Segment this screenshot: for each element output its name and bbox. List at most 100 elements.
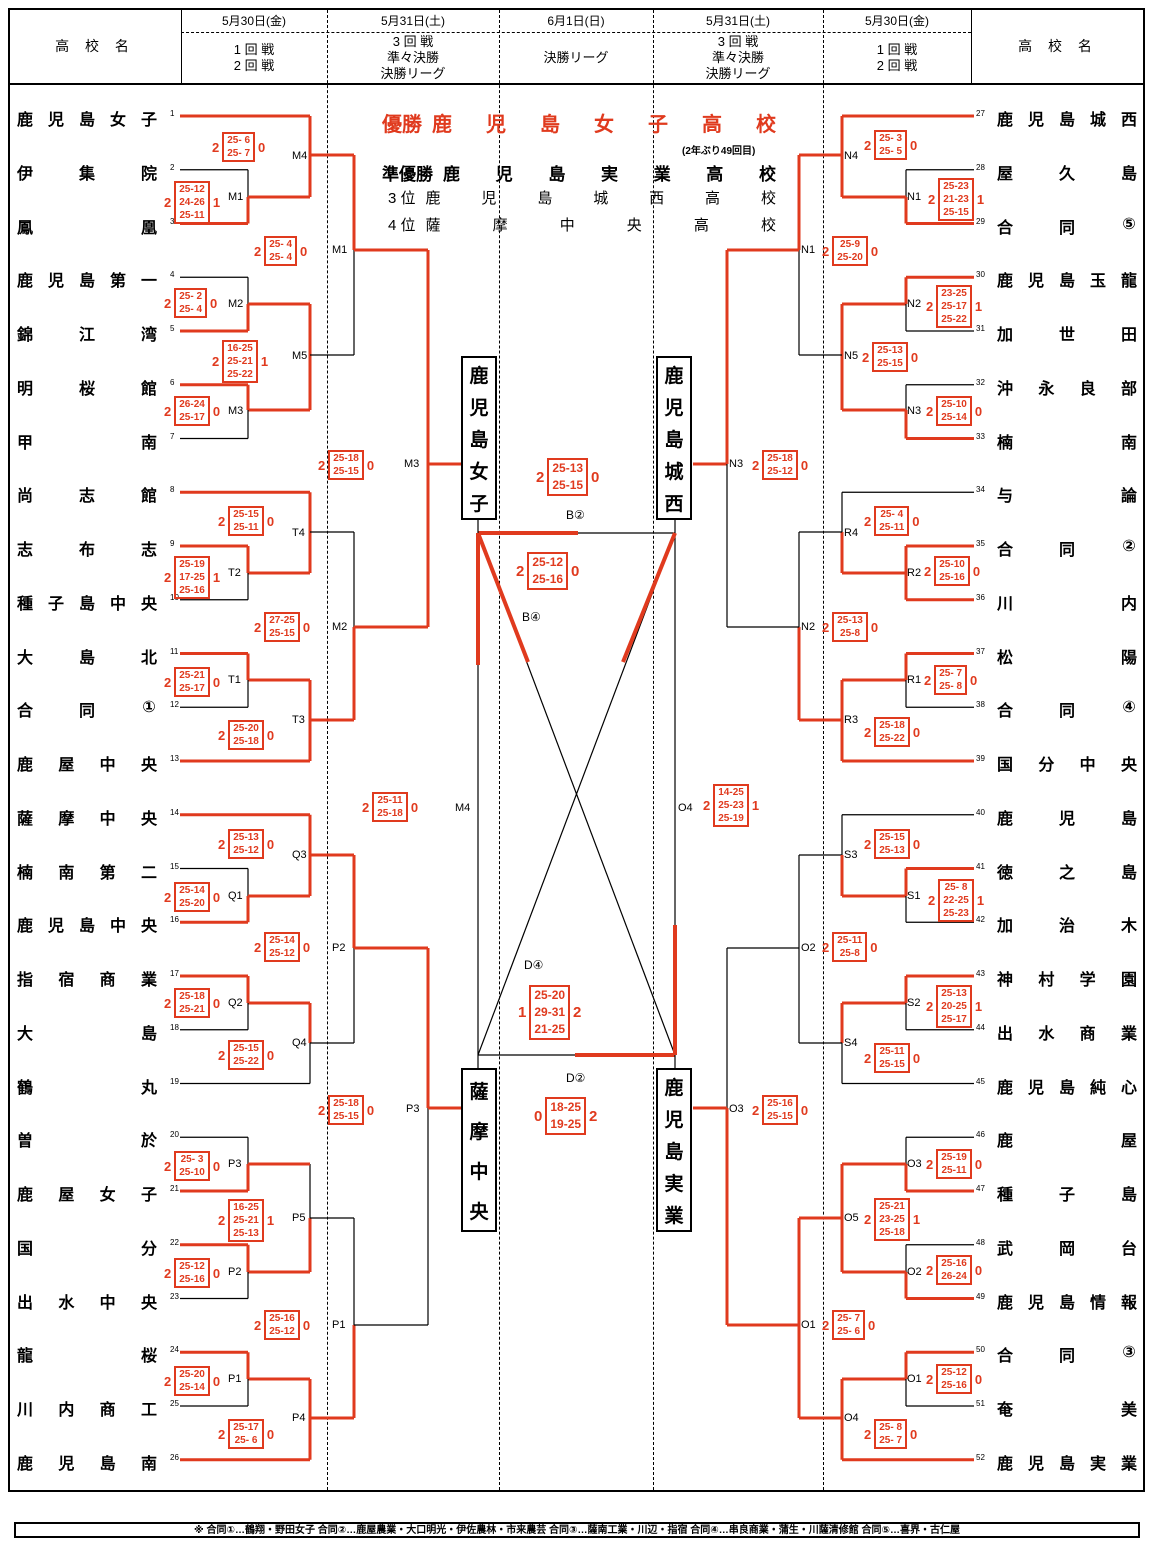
match-code-40: S1 — [907, 890, 921, 902]
right-team-13: 国分中央 — [996, 757, 1137, 774]
score-box-sets-won: 2 — [318, 457, 326, 473]
set-score: 25-22 — [233, 1056, 259, 1067]
match-code-19: P3 — [406, 1103, 420, 1115]
set-score: 21-25 — [534, 1022, 566, 1036]
score-box-sets-won: 2 — [822, 619, 830, 635]
set-score: 21-23 — [943, 194, 969, 205]
score-box-sets-lost: 1 — [212, 570, 221, 585]
set-score: 25-12 — [941, 1367, 967, 1378]
match-code-17: Q2 — [228, 997, 243, 1009]
right-seed-11: 37 — [976, 646, 985, 656]
left-team-8: 尚志館 — [16, 488, 157, 506]
score-box-sets-won: 2 — [218, 836, 226, 852]
third-line: 3 位鹿児島城西高校 — [388, 187, 776, 208]
set-score: 25-13 — [941, 988, 967, 999]
fourth-name: 薩摩中央高校 — [425, 217, 776, 234]
right-team-8: 与論 — [996, 488, 1137, 506]
right-team-17: 神村学園 — [996, 972, 1137, 989]
score-box-sets-lost: 0 — [974, 1371, 983, 1387]
match-code-29: N2 — [907, 298, 922, 310]
left-team-13: 鹿屋中央 — [16, 757, 157, 774]
score-box-sets-won: 2 — [926, 999, 934, 1014]
left-team-5: 錦江湾 — [16, 327, 157, 344]
set-score: 25-20 — [233, 723, 259, 734]
set-score: 25-16 — [179, 1274, 205, 1285]
score-box-sets-lost: 0 — [870, 619, 879, 635]
score-box-sets-won: 2 — [924, 563, 932, 579]
match-code-22: P2 — [228, 1266, 242, 1278]
score-box-sets-lost: 0 — [912, 513, 920, 529]
score-box-sets-won: 2 — [516, 562, 525, 580]
left-team-21: 鹿屋女子 — [16, 1187, 157, 1204]
left-team-10: 種子島中央 — [16, 595, 157, 613]
set-score: 25-11 — [879, 1046, 905, 1057]
date-col-5: 5月30日(金) — [864, 14, 929, 28]
set-score: 19-25 — [550, 1117, 582, 1131]
left-team-9: 志布志 — [16, 542, 157, 559]
match-code-30: N5 — [844, 350, 859, 362]
score-box-sets-lost: 0 — [212, 995, 221, 1011]
bracket-path — [477, 532, 676, 1056]
set-score: 25-15 — [943, 207, 969, 218]
right-seed-26: 52 — [976, 1452, 985, 1462]
set-score: 25-8 — [839, 948, 860, 959]
runner-up-line: 準優勝鹿児島実業高校 — [382, 160, 776, 185]
score-box-sets-lost: 0 — [974, 1262, 983, 1278]
set-score: 25-11 — [837, 935, 863, 946]
set-score: 25-15 — [767, 1111, 793, 1122]
left-team-14: 薩摩中央 — [16, 810, 157, 828]
left-seed-23: 23 — [170, 1291, 179, 1301]
match-code-15: Q1 — [228, 890, 243, 902]
date-col-3: 6月1日(日) — [547, 14, 605, 28]
set-score: 24-26 — [179, 197, 205, 208]
set-score: 25-18 — [233, 736, 259, 747]
left-seed-18: 18 — [170, 1022, 179, 1032]
set-score: 25-18 — [879, 720, 905, 731]
set-score: 25-11 — [879, 522, 905, 533]
score-box-sets-lost: 0 — [210, 295, 218, 311]
score-box-sets-won: 2 — [164, 195, 172, 210]
set-score: 22-25 — [943, 895, 969, 906]
champion-label: 優勝 — [382, 114, 422, 136]
set-score: 25-21 — [179, 670, 205, 681]
set-score: 25-22 — [227, 369, 253, 380]
score-box-sets-lost: 0 — [266, 836, 275, 852]
set-score: 25-18 — [377, 808, 403, 819]
match-code-48: O1 — [801, 1319, 816, 1331]
third-name: 鹿児島城西高校 — [425, 190, 776, 207]
set-score: 25-15 — [333, 466, 359, 477]
set-score: 25-23 — [943, 181, 969, 192]
match-code-37: R3 — [844, 714, 859, 726]
set-score: 25-18 — [333, 453, 359, 464]
left-seed-3: 3 — [170, 216, 175, 226]
score-box-sets: 25-11 25-8 — [832, 932, 868, 962]
set-score: 14-25 — [718, 787, 744, 798]
left-seed-25: 25 — [170, 1399, 179, 1408]
score-box-sets-lost: 1 — [974, 999, 983, 1014]
left-seed-14: 14 — [170, 807, 179, 817]
right-seed-13: 39 — [976, 754, 985, 763]
match-code-23: P1 — [332, 1319, 346, 1331]
